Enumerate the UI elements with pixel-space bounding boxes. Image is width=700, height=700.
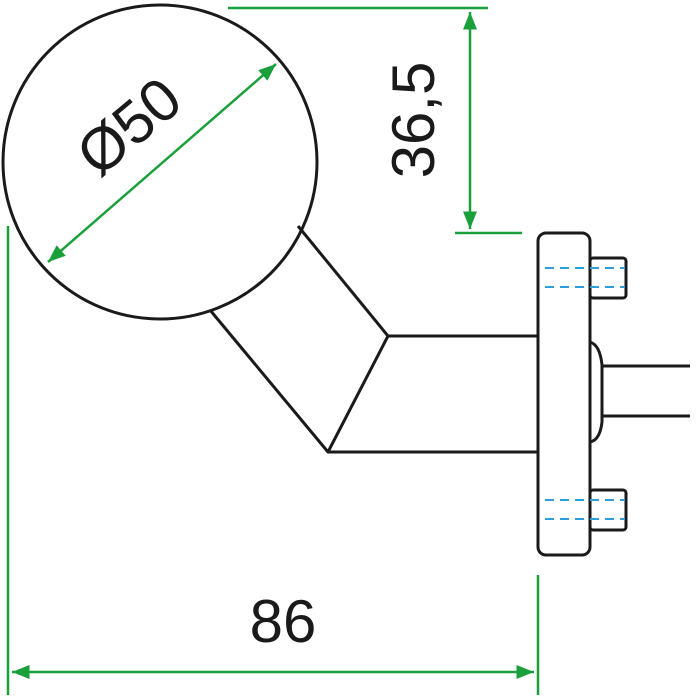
handle-part (1, 3, 690, 557)
hidden-lines (545, 267, 625, 520)
length-label: 86 (250, 588, 317, 655)
spindle-boss (589, 340, 604, 444)
dimension-lines (6, 6, 540, 695)
diameter-label: Ø50 (64, 64, 194, 188)
rose-plate (536, 231, 592, 557)
knob-circle (1, 3, 319, 321)
height-label: 36,5 (380, 62, 447, 179)
screw-top (588, 256, 628, 300)
screw-bottom (588, 488, 628, 532)
angled-neck (208, 225, 390, 454)
diameter-dimension-line (47, 63, 277, 263)
